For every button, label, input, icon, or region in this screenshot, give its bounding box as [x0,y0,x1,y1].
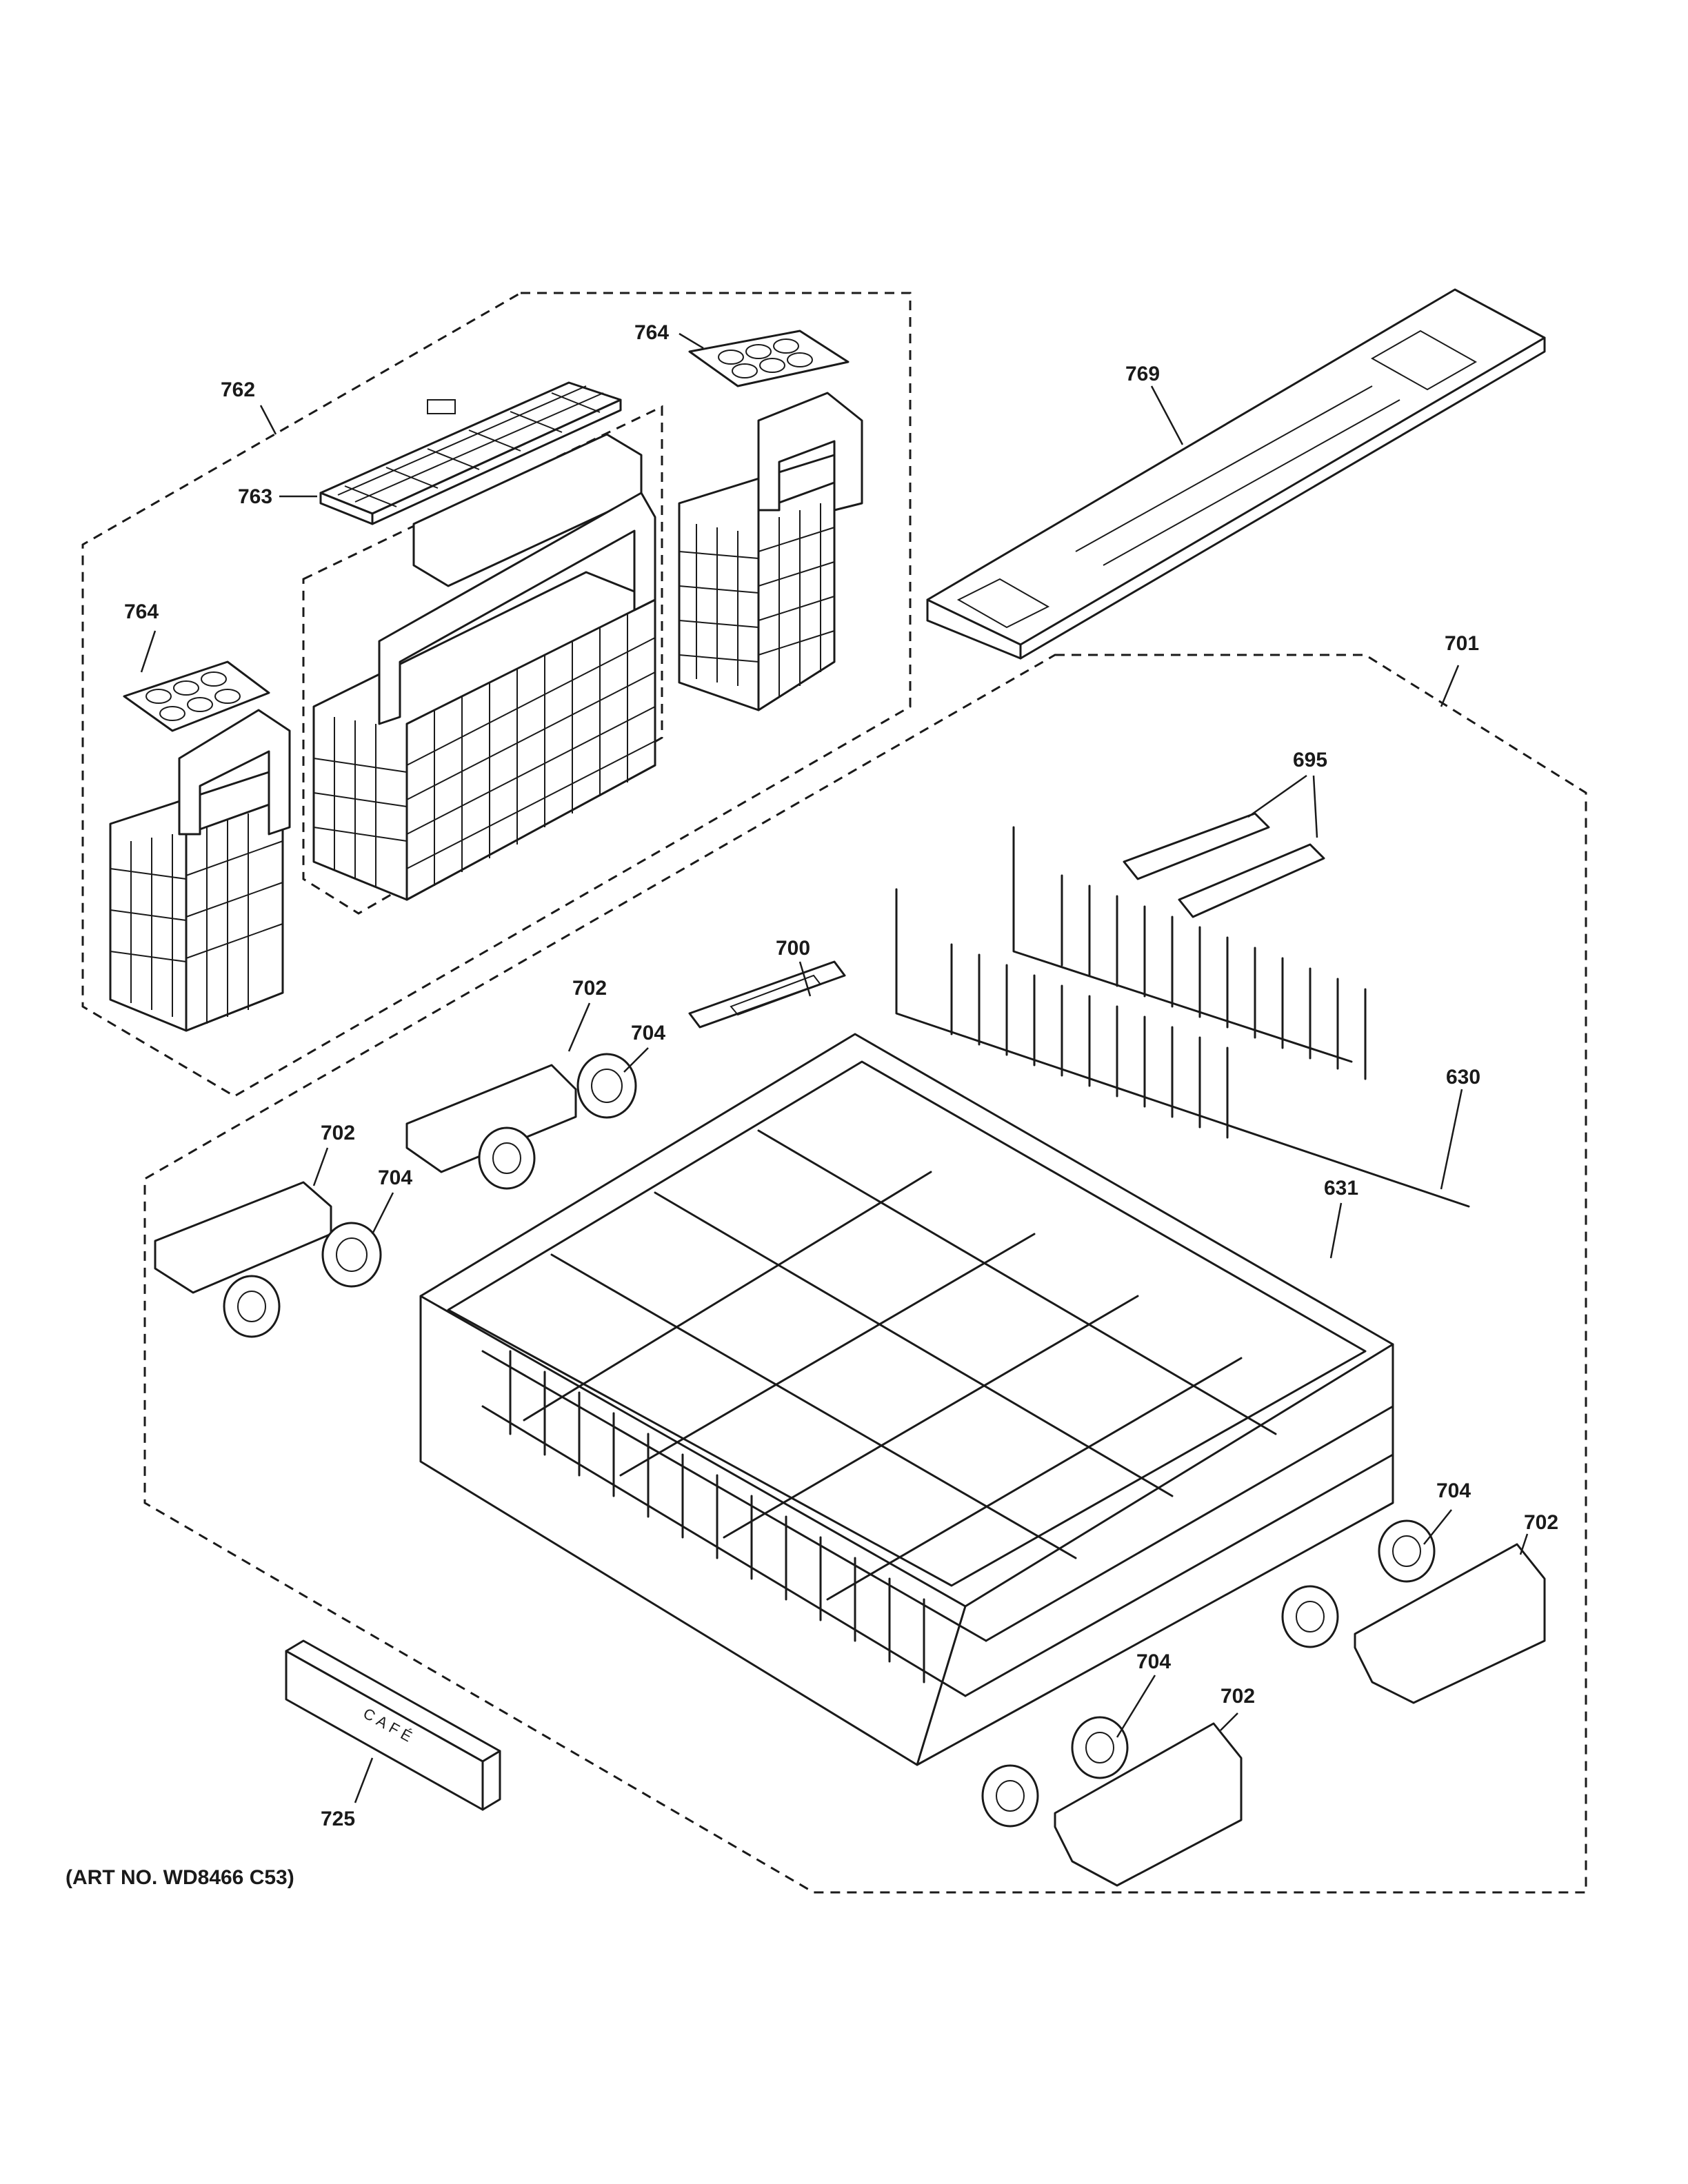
callout-702-left: 702 [321,1122,355,1144]
rack-rail-part [926,288,1546,660]
badge-part: CAFÉ [285,1639,501,1811]
callout-725: 725 [321,1808,355,1830]
callout-701: 701 [1445,632,1479,655]
callout-631: 631 [1324,1177,1358,1200]
callout-702-bottom: 702 [1220,1685,1255,1708]
callout-702-right: 702 [1524,1511,1558,1534]
callout-704-left: 704 [378,1166,412,1189]
leader-lines [140,332,1529,1803]
callout-764-top: 764 [634,321,669,344]
callout-702-upper: 702 [572,977,607,1000]
callout-704-bottom: 704 [1136,1650,1171,1673]
callout-700: 700 [776,937,810,960]
silverware-basket-group-outline [81,292,912,1098]
lower-rack-part [419,1033,1394,1766]
callout-704-upper: 704 [631,1022,665,1044]
callout-695: 695 [1293,749,1327,771]
clip-part [1123,812,1325,918]
callout-763: 763 [238,485,272,508]
adjustable-bar-part [688,960,846,1029]
callout-704-right: 704 [1436,1479,1471,1502]
callout-630: 630 [1446,1066,1480,1089]
basket-lid-part [319,381,622,525]
art-number: (ART NO. WD8466 C53) [66,1866,294,1889]
small-basket-right-part [678,330,863,711]
callout-762: 762 [221,378,255,401]
callout-769: 769 [1125,363,1160,385]
callout-764-left: 764 [124,600,159,623]
center-silverware-basket-part [312,433,656,901]
small-basket-left-part [109,660,291,1032]
tine-row-part [895,826,1470,1208]
lower-rack-group-outline [143,654,1587,1894]
roller-bracket-part [154,1053,1546,1887]
